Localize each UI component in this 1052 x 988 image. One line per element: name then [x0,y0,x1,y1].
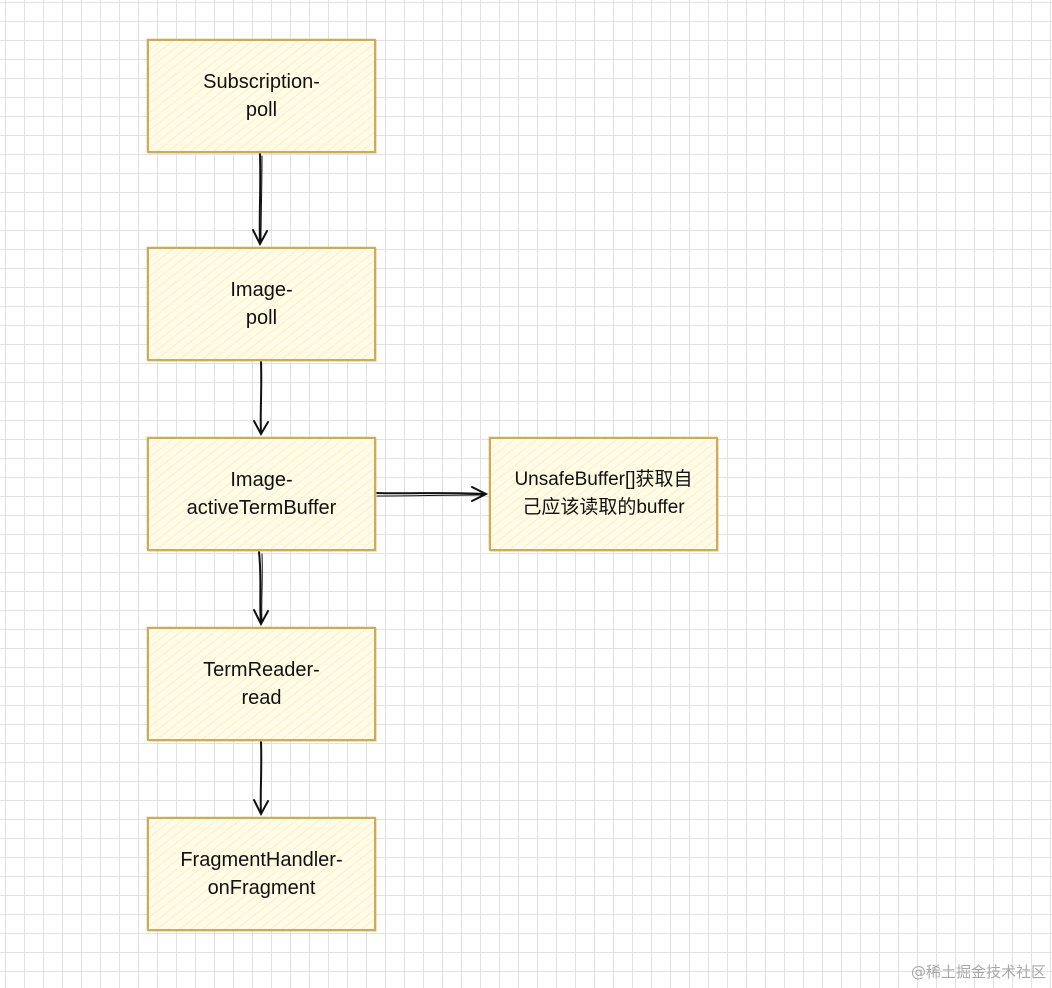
node-image-poll[interactable]: Image- poll [147,247,376,361]
arrow-active-term-buffer-to-unsafe-buffer [376,486,489,502]
node-label: Image- poll [230,279,293,329]
node-term-reader-read[interactable]: TermReader- read [147,627,376,741]
node-label: FragmentHandler- onFragment [180,849,343,899]
node-fragment-handler-on-fragment[interactable]: FragmentHandler- onFragment [147,817,376,931]
watermark: @稀土掘金技术社区 [910,963,1046,981]
node-label: TermReader- read [203,659,320,709]
arrow-subscription-to-image-poll [252,153,268,247]
node-image-active-term-buffer[interactable]: Image- activeTermBuffer [147,437,376,551]
node-label: Image- activeTermBuffer [186,469,337,519]
arrow-term-reader-to-fragment-handler [253,741,269,817]
node-label: UnsafeBuffer[]获取自 己应该读取的buffer [514,469,693,518]
arrow-image-poll-to-active-term-buffer [253,361,269,437]
node-label: Subscription- poll [203,71,320,121]
node-subscription-poll[interactable]: Subscription- poll [147,39,376,153]
arrow-active-term-buffer-to-term-reader [253,551,269,627]
node-unsafe-buffer-note[interactable]: UnsafeBuffer[]获取自 己应该读取的buffer [489,437,718,551]
